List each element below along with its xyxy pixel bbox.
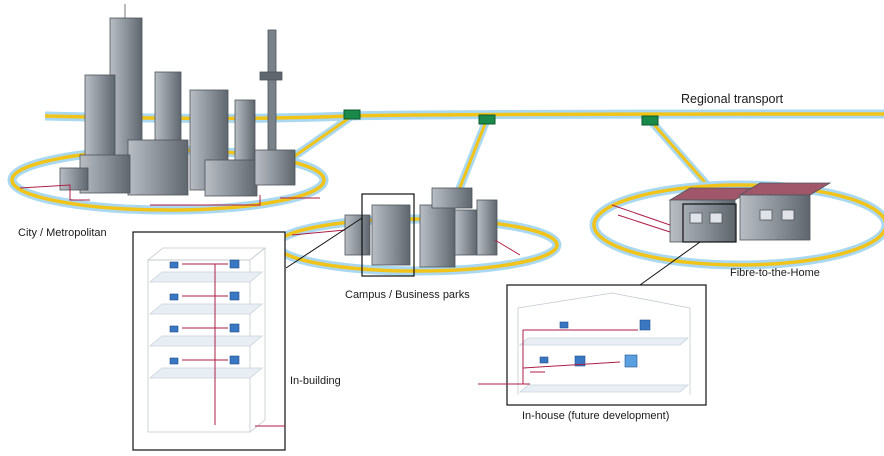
server-icon xyxy=(624,354,638,368)
campus-buildings-icon xyxy=(344,187,498,268)
city-copper-links xyxy=(19,184,320,206)
campus-zoom-connector xyxy=(285,217,363,269)
city-label: City / Metropolitan xyxy=(18,227,107,239)
ftth-label: Fibre-to-the-Home xyxy=(730,267,820,279)
ftth-ring xyxy=(589,180,884,270)
campus-copper-links xyxy=(291,229,521,256)
ftth-zoom-box xyxy=(682,203,737,243)
computer-icon xyxy=(539,319,651,367)
campus-label: Campus / Business parks xyxy=(345,289,470,301)
in-building-label: In-building xyxy=(290,375,341,387)
in-building-inset xyxy=(132,231,286,451)
network-node-icon xyxy=(343,109,720,193)
city-skyline-icon xyxy=(59,4,296,197)
ftth-zoom-connector xyxy=(639,241,701,286)
regional-transport-label: Regional transport xyxy=(681,92,784,106)
in-house-label: In-house (future development) xyxy=(522,410,670,422)
computer-icon xyxy=(169,259,240,365)
house-icon xyxy=(668,182,832,243)
campus-ring xyxy=(272,214,562,276)
campus-zoom-box xyxy=(361,193,415,277)
in-house-inset xyxy=(478,284,707,406)
ftth-copper-links xyxy=(611,204,671,233)
branch-lines xyxy=(289,112,713,202)
